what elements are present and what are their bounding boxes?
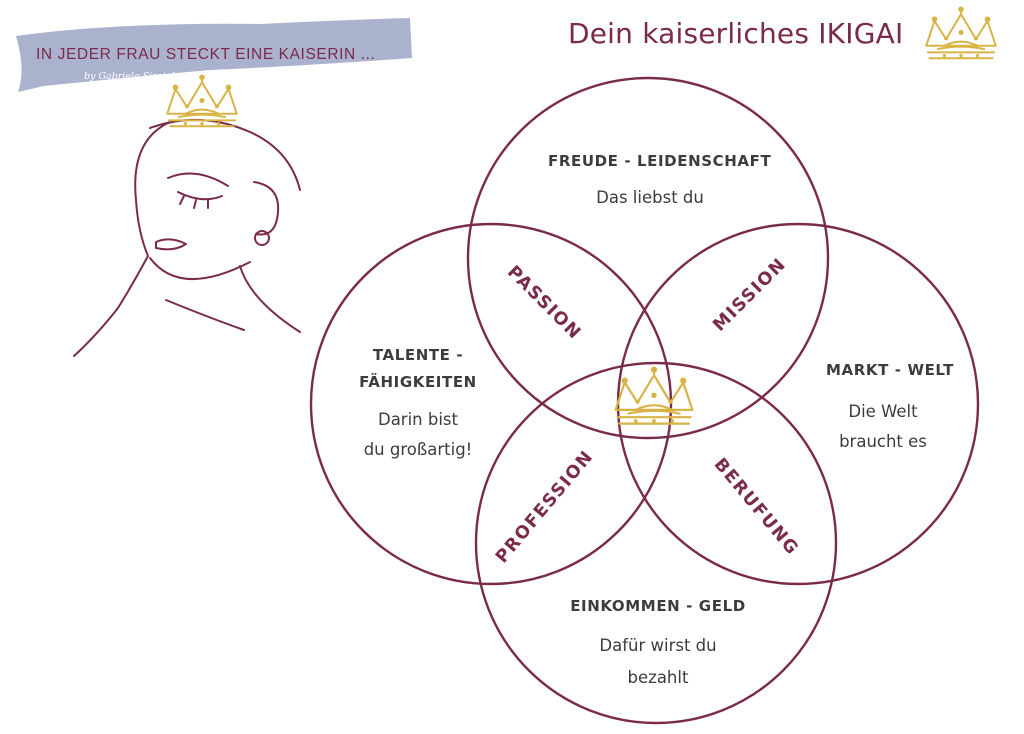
right-circle-heading: MARKT - WELT [826,361,954,379]
left-circle-heading-line1: TALENTE - [372,346,464,364]
page-title: Dein kaiserliches IKIGAI [568,17,904,50]
left-circle-heading-line2: FÄHIGKEITEN [359,373,477,391]
top-circle-body: Das liebst du [596,188,704,207]
bottom-circle-body-line1: Dafür wirst du [599,636,717,655]
left-circle-body-line2: du großartig! [363,440,473,459]
venn-circle-left [309,222,673,586]
crown-icon [614,366,694,425]
bottom-circle-heading: EINKOMMEN - GELD [570,597,746,615]
right-circle-body-line1: Die Welt [848,402,918,421]
top-circle-heading: FREUDE - LEIDENSCHAFT [548,152,772,170]
banner-title: IN JEDER FRAU STECKT EINE KAISERIN ... [36,46,376,63]
right-circle-body-line2: braucht es [839,432,927,451]
venn-circle-bottom [474,361,838,725]
banner-brush-stroke [16,18,412,92]
bottom-circle-body-line2: bezahlt [627,668,689,687]
crown-icon [925,6,997,60]
left-circle-body-line1: Darin bist [377,410,458,429]
banner-signature: by Gabriele Sirotek [84,71,178,82]
woman-face-illustration [73,118,301,357]
venn-circle-top [466,76,830,440]
